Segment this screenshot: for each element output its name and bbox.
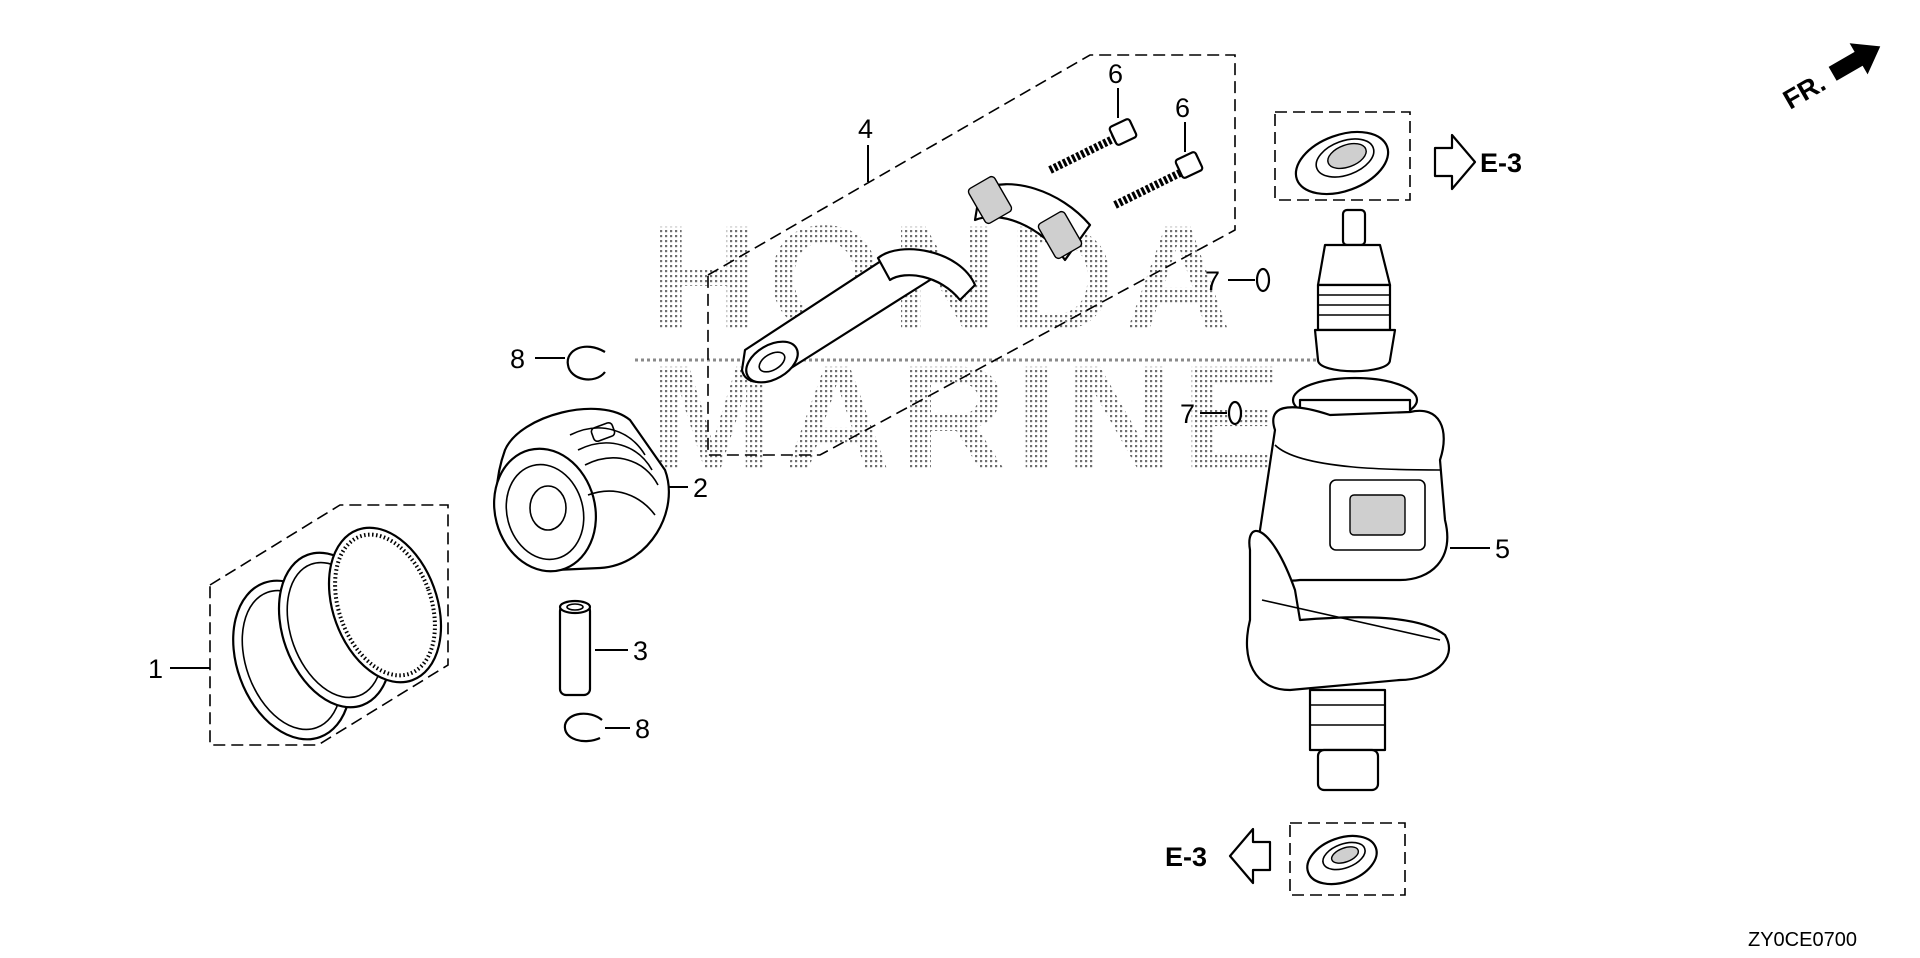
piston: [493, 407, 670, 573]
connecting-rod-bolt-right: [1113, 151, 1204, 209]
piston-pin-clip-lower: [563, 712, 603, 743]
front-direction-arrow-icon: [1828, 43, 1881, 81]
callout-8-upper: 8: [510, 344, 525, 374]
front-direction-label: FR.: [1778, 67, 1831, 115]
connecting-rod-bolt-left: [1048, 118, 1138, 174]
piston-pin: [558, 599, 592, 697]
woodruff-key-lower: [1227, 400, 1243, 426]
bottom-oil-seal-reference: E-3: [1165, 822, 1406, 896]
drawing-code: ZY0CE0700: [1748, 929, 1857, 951]
reference-arrow-right-icon: [1433, 133, 1477, 191]
watermark: HONDA MARINE: [635, 194, 1380, 502]
reference-arrow-left-icon: [1228, 827, 1272, 885]
callout-1: 1: [148, 654, 163, 684]
reference-e3-bottom: E-3: [1165, 842, 1207, 872]
top-oil-seal-reference: E-3: [1274, 111, 1522, 201]
callout-7-upper: 7: [1205, 266, 1220, 296]
reference-e3-top: E-3: [1480, 148, 1522, 178]
piston-ring-set: [209, 504, 449, 746]
connecting-rod-assembly: [707, 54, 1236, 456]
woodruff-key-upper: [1255, 267, 1271, 293]
callout-8-lower: 8: [635, 714, 650, 744]
callout-2: 2: [693, 473, 708, 503]
front-direction-indicator: FR.: [1778, 43, 1881, 115]
callout-4: 4: [858, 114, 873, 144]
callout-5: 5: [1495, 534, 1510, 564]
piston-pin-clip-upper: [566, 345, 606, 381]
crankshaft: [1245, 208, 1451, 792]
callout-6-right: 6: [1175, 93, 1190, 123]
callout-3: 3: [633, 636, 648, 666]
callout-7-lower: 7: [1180, 399, 1195, 429]
callout-6-left: 6: [1108, 59, 1123, 89]
